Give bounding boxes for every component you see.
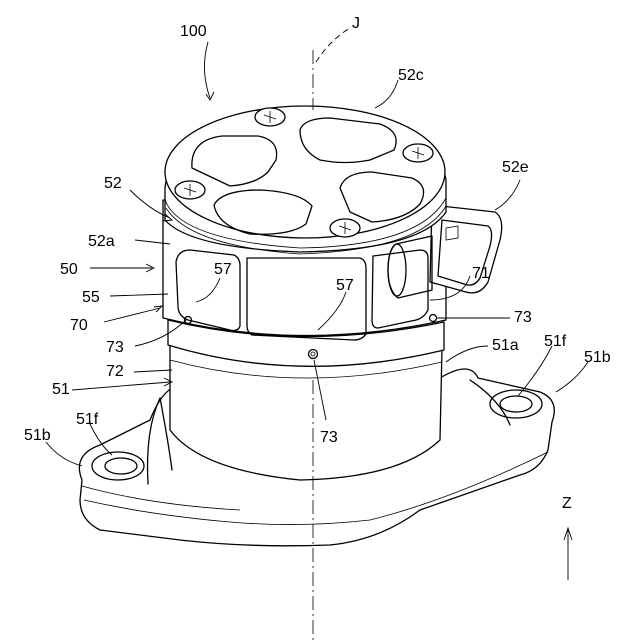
label-51f-left: 51f <box>76 411 99 428</box>
label-51: 51 <box>52 381 70 398</box>
label-51a: 51a <box>492 337 519 354</box>
label-73-bottom: 73 <box>320 429 338 446</box>
label-J: J <box>352 15 360 32</box>
label-73-left: 73 <box>106 339 124 356</box>
label-52e: 52e <box>502 159 529 176</box>
label-Z: Z <box>562 495 572 512</box>
label-52a: 52a <box>88 233 115 250</box>
label-50: 50 <box>60 261 78 278</box>
label-51b-right: 51b <box>584 349 611 366</box>
label-71: 71 <box>472 265 490 282</box>
label-70: 70 <box>70 317 88 334</box>
arrow-up-icon <box>564 528 572 580</box>
label-51f-right: 51f <box>544 333 567 350</box>
label-100: 100 <box>180 23 207 40</box>
label-73-right: 73 <box>514 309 532 326</box>
label-72: 72 <box>106 363 124 380</box>
top-cover <box>165 106 446 254</box>
label-51b-left: 51b <box>24 427 51 444</box>
label-55: 55 <box>82 289 100 306</box>
label-52c: 52c <box>398 67 424 84</box>
label-57-left: 57 <box>214 261 232 278</box>
label-57-right: 57 <box>336 277 354 294</box>
label-52: 52 <box>104 175 122 192</box>
